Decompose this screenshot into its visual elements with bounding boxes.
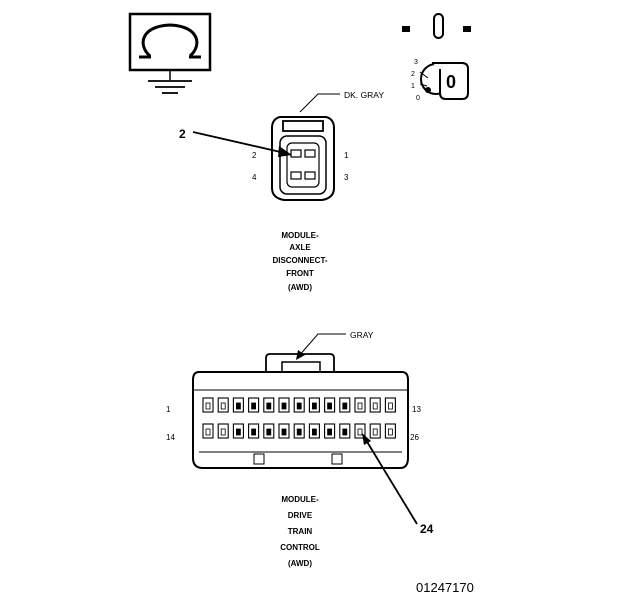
connector-cavity [232, 397, 244, 413]
axle-connector-body [271, 116, 335, 201]
drivetrain-title-line-3: TRAIN [288, 527, 313, 536]
connector-terminal [281, 428, 287, 436]
connector-cavity [232, 423, 244, 439]
drivetrain-pin-13: 13 [412, 405, 421, 414]
ohm-meter-icon [128, 12, 212, 94]
connector-cavity [339, 423, 351, 439]
connector-cavity [263, 397, 275, 413]
drivetrain-title-line-1: MODULE- [281, 495, 319, 504]
drivetrain-title-line-2: DRIVE [288, 511, 313, 520]
connector-cavity [217, 397, 229, 413]
axle-pin-1: 1 [344, 151, 349, 160]
connector-cavity [324, 397, 336, 413]
connector-terminal [235, 402, 241, 410]
axle-pin-3: 3 [344, 173, 349, 182]
connector-terminal [387, 428, 393, 436]
drivetrain-pin-grid [202, 397, 396, 439]
axle-title-line-2: AXLE [289, 243, 311, 252]
drivetrain-pin-26: 26 [410, 433, 419, 442]
drivetrain-title-line-5: (AWD) [288, 559, 312, 568]
connector-cavity [248, 423, 260, 439]
connector-terminal [251, 428, 257, 436]
connector-cavity [248, 397, 260, 413]
axle-pin-4: 4 [252, 173, 257, 182]
connector-cavity [202, 423, 214, 439]
connector-cavity [202, 397, 214, 413]
axle-title-line-3: DISCONNECT- [272, 256, 327, 265]
connector-cavity [263, 423, 275, 439]
connector-terminal [311, 428, 317, 436]
connector-cavity [384, 423, 396, 439]
connector-cavity [293, 423, 305, 439]
ignition-position-2: 2 [411, 71, 415, 78]
drivetrain-pin-14: 14 [166, 433, 175, 442]
drivetrain-callout-number: 24 [420, 522, 434, 536]
connector-terminal [205, 428, 211, 436]
connector-terminal [327, 402, 333, 410]
drivetrain-connector-color-label: GRAY [350, 330, 374, 340]
connector-terminal [205, 402, 211, 410]
connector-terminal [387, 402, 393, 410]
axle-pin-2: 2 [252, 151, 257, 160]
drivetrain-pin-1: 1 [166, 405, 171, 414]
connector-cavity [369, 397, 381, 413]
connector-terminal [220, 402, 226, 410]
connector-cavity [278, 397, 290, 413]
connector-cavity [354, 397, 366, 413]
axle-callout-number: 2 [179, 127, 186, 141]
connector-terminal [296, 428, 302, 436]
connector-terminal [327, 428, 333, 436]
connector-terminal [342, 428, 348, 436]
axle-title-line-4: FRONT [286, 269, 314, 278]
connector-terminal [251, 402, 257, 410]
ignition-position-1: 1 [411, 83, 415, 90]
axle-connector-title: MODULE- AXLE DISCONNECT- FRONT (AWD) [272, 231, 327, 292]
connector-cavity [384, 397, 396, 413]
axle-title-line-5: (AWD) [288, 283, 312, 292]
connector-terminal [357, 402, 363, 410]
figure-id: 01247170 [416, 580, 474, 595]
connector-terminal [220, 428, 226, 436]
connector-cavity [293, 397, 305, 413]
connector-terminal [235, 428, 241, 436]
connector-terminal [372, 428, 378, 436]
connector-cavity [354, 423, 366, 439]
connector-terminal [296, 402, 302, 410]
connector-terminal [266, 428, 272, 436]
axle-callout-arrow [192, 131, 292, 157]
axle-connector-color-label: DK. GRAY [344, 90, 384, 100]
ignition-key-label: 0 [446, 72, 456, 92]
drivetrain-connector-title: MODULE- DRIVE TRAIN CONTROL (AWD) [280, 495, 320, 568]
connector-cavity [339, 397, 351, 413]
connector-terminal [281, 402, 287, 410]
connector-cavity [308, 397, 320, 413]
ignition-key-icon [402, 13, 471, 100]
connector-terminal [372, 402, 378, 410]
connector-cavity [324, 423, 336, 439]
ignition-position-0: 0 [416, 95, 420, 102]
connector-cavity [308, 423, 320, 439]
connector-cavity [217, 423, 229, 439]
ignition-position-3: 3 [414, 59, 418, 66]
connector-cavity [369, 423, 381, 439]
drivetrain-connector-color-leader [296, 333, 346, 360]
axle-connector-color-leader [299, 93, 340, 113]
connector-terminal [311, 402, 317, 410]
drivetrain-callout-arrow [362, 433, 418, 525]
connector-terminal [357, 428, 363, 436]
connector-cavity [278, 423, 290, 439]
drivetrain-title-line-4: CONTROL [280, 543, 320, 552]
axle-title-line-1: MODULE- [281, 231, 319, 240]
drivetrain-connector-body [192, 353, 409, 469]
connector-terminal [342, 402, 348, 410]
connector-terminal [266, 402, 272, 410]
